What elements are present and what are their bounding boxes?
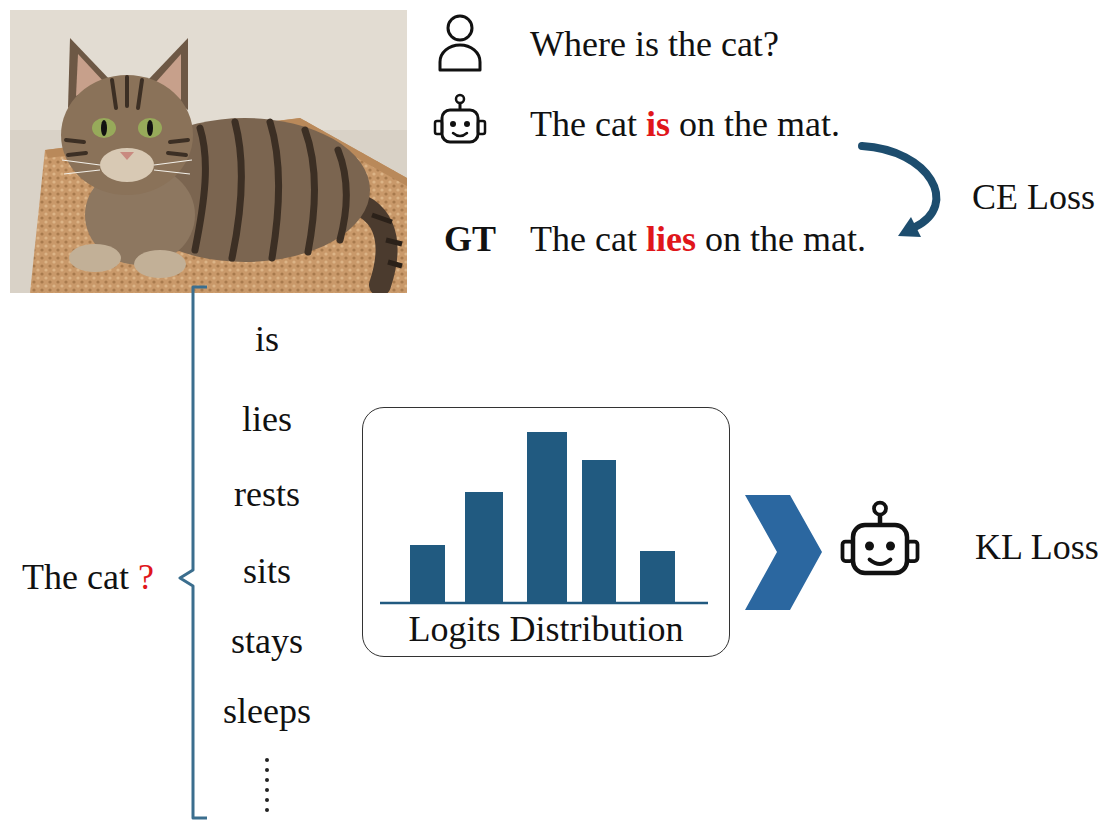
- candidate-word: sleeps: [223, 691, 311, 732]
- loss-label: KL Loss: [975, 527, 1099, 568]
- sentence-part: The cat: [530, 104, 637, 145]
- robot-icon: [435, 95, 485, 142]
- sentence-part: The cat: [530, 219, 637, 260]
- cat-photo: [10, 10, 407, 293]
- candidate-word: lies: [242, 399, 292, 440]
- curved-arrow: [862, 146, 936, 237]
- loss-label: CE Loss: [972, 177, 1095, 218]
- chevron-arrow: [745, 495, 822, 610]
- sentence-part: on the mat.: [679, 104, 840, 145]
- ellipsis-dots: [265, 758, 269, 812]
- candidate-word: sits: [243, 551, 291, 592]
- candidate-word: is: [255, 319, 279, 360]
- question-text: Where is the cat?: [530, 24, 779, 65]
- gt-label: GT: [444, 219, 496, 260]
- curly-bracket: [180, 287, 207, 818]
- prompt-text: The cat: [22, 557, 129, 598]
- query-mark: ?: [138, 557, 154, 598]
- robot-icon: [843, 503, 918, 574]
- candidate-word: stays: [231, 621, 303, 662]
- candidate-word: rests: [234, 474, 300, 515]
- highlighted-word: lies: [646, 219, 696, 260]
- highlighted-word: is: [646, 104, 670, 145]
- box-label: Logits Distribution: [408, 609, 683, 650]
- sentence-part: on the mat.: [705, 219, 866, 260]
- user-icon: [440, 16, 480, 70]
- logits-box: Logits Distribution: [362, 407, 730, 657]
- bar-chart: [380, 432, 708, 603]
